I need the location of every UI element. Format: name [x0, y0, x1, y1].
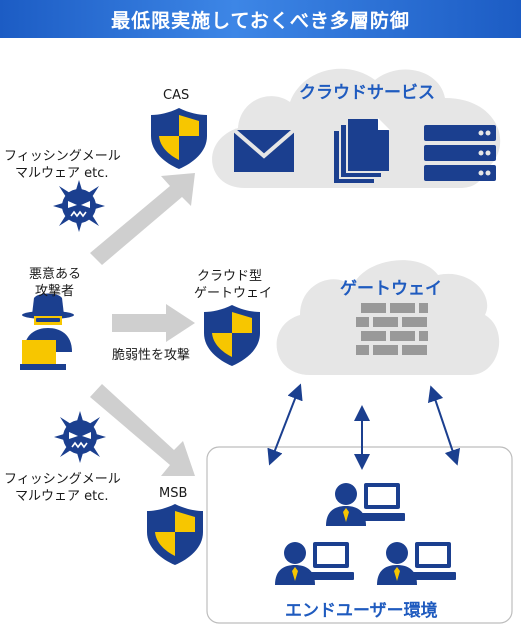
threat-label-bottom-line2: マルウェア etc. — [15, 489, 109, 504]
cas-shield-icon — [151, 108, 207, 169]
cas-label: CAS — [163, 88, 190, 103]
vuln-label: 脆弱性を攻撃 — [112, 348, 191, 363]
gateway-shield-icon — [204, 305, 260, 366]
virus-icon-top — [52, 179, 106, 233]
documents-icon — [332, 117, 391, 185]
firewall-brick-icon — [356, 303, 428, 355]
threat-label-top-line1: フィッシングメール — [4, 149, 121, 164]
threat-label-top-line2: マルウェア etc. — [15, 166, 109, 181]
gateway-zone-label: ゲートウェイ — [340, 279, 442, 299]
envelope-icon — [232, 128, 296, 172]
page-title: 最低限実施しておくべき多層防御 — [111, 9, 410, 32]
attacker-label-line1: 悪意ある — [29, 267, 82, 282]
hacker-icon — [20, 293, 74, 370]
bidirectional-arrow-icon-right — [427, 385, 461, 466]
virus-icon-bottom — [53, 410, 107, 464]
server-icon — [424, 125, 496, 181]
arrow-to-gateway — [112, 304, 195, 342]
bidirectional-arrow-icon-left — [267, 383, 303, 466]
end-user-zone-label: エンドユーザー環境 — [285, 601, 438, 621]
arrow-to-cas — [90, 173, 195, 265]
cloud-services-label: クラウドサービス — [299, 83, 435, 103]
threat-label-bottom-line1: フィッシングメール — [4, 472, 121, 487]
msb-shield-icon — [147, 504, 203, 565]
gateway-defense-label-line1: クラウド型 — [197, 269, 263, 284]
msb-label: MSB — [159, 486, 188, 501]
gateway-defense-label-line2: ゲートウェイ — [194, 286, 273, 301]
title-bar: 最低限実施しておくべき多層防御 — [0, 0, 521, 38]
attacker-label-line2: 攻撃者 — [35, 284, 75, 299]
arrow-to-msb — [90, 384, 195, 476]
